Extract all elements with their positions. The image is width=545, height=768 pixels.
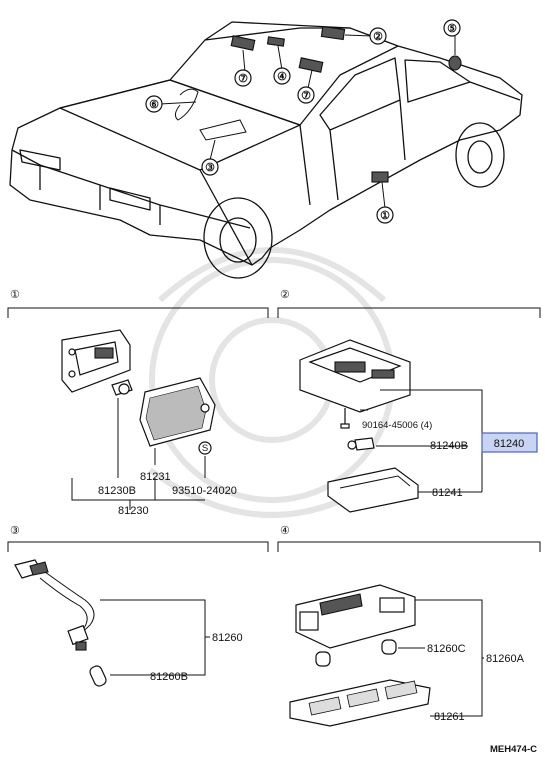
bulb-81260c — [315, 639, 397, 667]
section-3-label: ③ — [10, 525, 20, 537]
part-81240b: 81240B — [430, 440, 468, 452]
callout-harness: ⑥ — [145, 95, 163, 113]
screw-marker: S — [202, 443, 208, 454]
callout-map-left: ⑦ — [234, 69, 252, 87]
lamp-assembly-81260a — [295, 584, 416, 649]
lamp-housing-81230 — [61, 329, 131, 393]
part-81260b: 81260B — [150, 671, 188, 683]
door-lamp-marker — [371, 171, 389, 183]
wire-harness-marker — [174, 88, 199, 121]
section-3-bracket — [7, 541, 269, 552]
callout-label: ⑦ — [238, 73, 248, 85]
callout-label: ⑥ — [149, 99, 159, 111]
callout-label: ⑤ — [447, 23, 457, 35]
dome-lamp-housing — [299, 339, 411, 413]
callout-label: ① — [380, 210, 390, 222]
callout-label: ② — [373, 31, 383, 43]
section-4-label: ④ — [280, 525, 290, 537]
part-93510-24020: 93510-24020 — [172, 485, 237, 497]
part-81260: 81260 — [212, 632, 243, 644]
section-1: ① S 81230B 81231 93510-24020 81230 — [7, 289, 269, 517]
callout-switch: ④ — [273, 67, 291, 85]
callout-label: ④ — [277, 71, 287, 83]
screw-90164-45006 — [340, 408, 350, 429]
screw-93510-24020: S — [198, 441, 212, 455]
socket-wire-81260 — [14, 559, 95, 651]
bulb-81230b — [111, 379, 133, 396]
car-part-markers — [159, 25, 462, 209]
section-2: ② 90164-45006 (4) 81240B 81241 81240 — [277, 289, 541, 513]
car-callouts: ② ⑤ ⑦ ④ ⑦ ⑥ ③ ① — [145, 19, 461, 224]
callout-label: ③ — [205, 162, 215, 174]
bulb-81240b — [347, 437, 375, 451]
section-2-bracket — [277, 307, 541, 318]
courtesy-lamp-marker — [199, 119, 247, 141]
dome-lamp-marker — [320, 25, 346, 41]
part-81230b: 81230B — [98, 485, 136, 497]
callout-dome: ② — [369, 27, 387, 45]
part-81261: 81261 — [434, 711, 465, 723]
diagram-code: MEH474-C — [490, 744, 537, 755]
section-1-label: ① — [10, 289, 20, 301]
trunk-lamp-marker — [448, 55, 462, 71]
highlighted-part-81240[interactable]: 81240 — [481, 432, 538, 453]
car-illustration — [9, 21, 523, 279]
part-90164-45006: 90164-45006 (4) — [362, 420, 432, 431]
map-lamp-marker — [230, 35, 256, 51]
callout-door: ① — [376, 206, 394, 224]
section-4-bracket — [277, 541, 541, 552]
bulb-81260b — [89, 665, 107, 687]
part-81260a: 81260A — [486, 653, 525, 665]
callout-courtesy: ③ — [201, 158, 219, 176]
lens-81241 — [327, 467, 419, 513]
switch-marker — [266, 36, 285, 47]
part-81230: 81230 — [118, 505, 149, 517]
lens-81261 — [289, 679, 431, 727]
callout-label: ⑦ — [301, 90, 311, 102]
part-81260c: 81260C — [427, 643, 466, 655]
section-1-bracket — [7, 307, 269, 318]
highlight-label: 81240 — [494, 438, 525, 450]
part-81231: 81231 — [140, 471, 171, 483]
section-4: ④ 81260C 81260A 81261 — [277, 525, 541, 727]
callout-map-right: ⑦ — [297, 86, 315, 104]
callout-trunk: ⑤ — [443, 19, 461, 37]
section-2-label: ② — [280, 289, 290, 301]
part-81241: 81241 — [432, 487, 463, 499]
section-3: ③ 81260 81260B — [7, 525, 269, 687]
lens-81231 — [139, 377, 216, 447]
map-lamp-marker-2 — [298, 57, 324, 73]
